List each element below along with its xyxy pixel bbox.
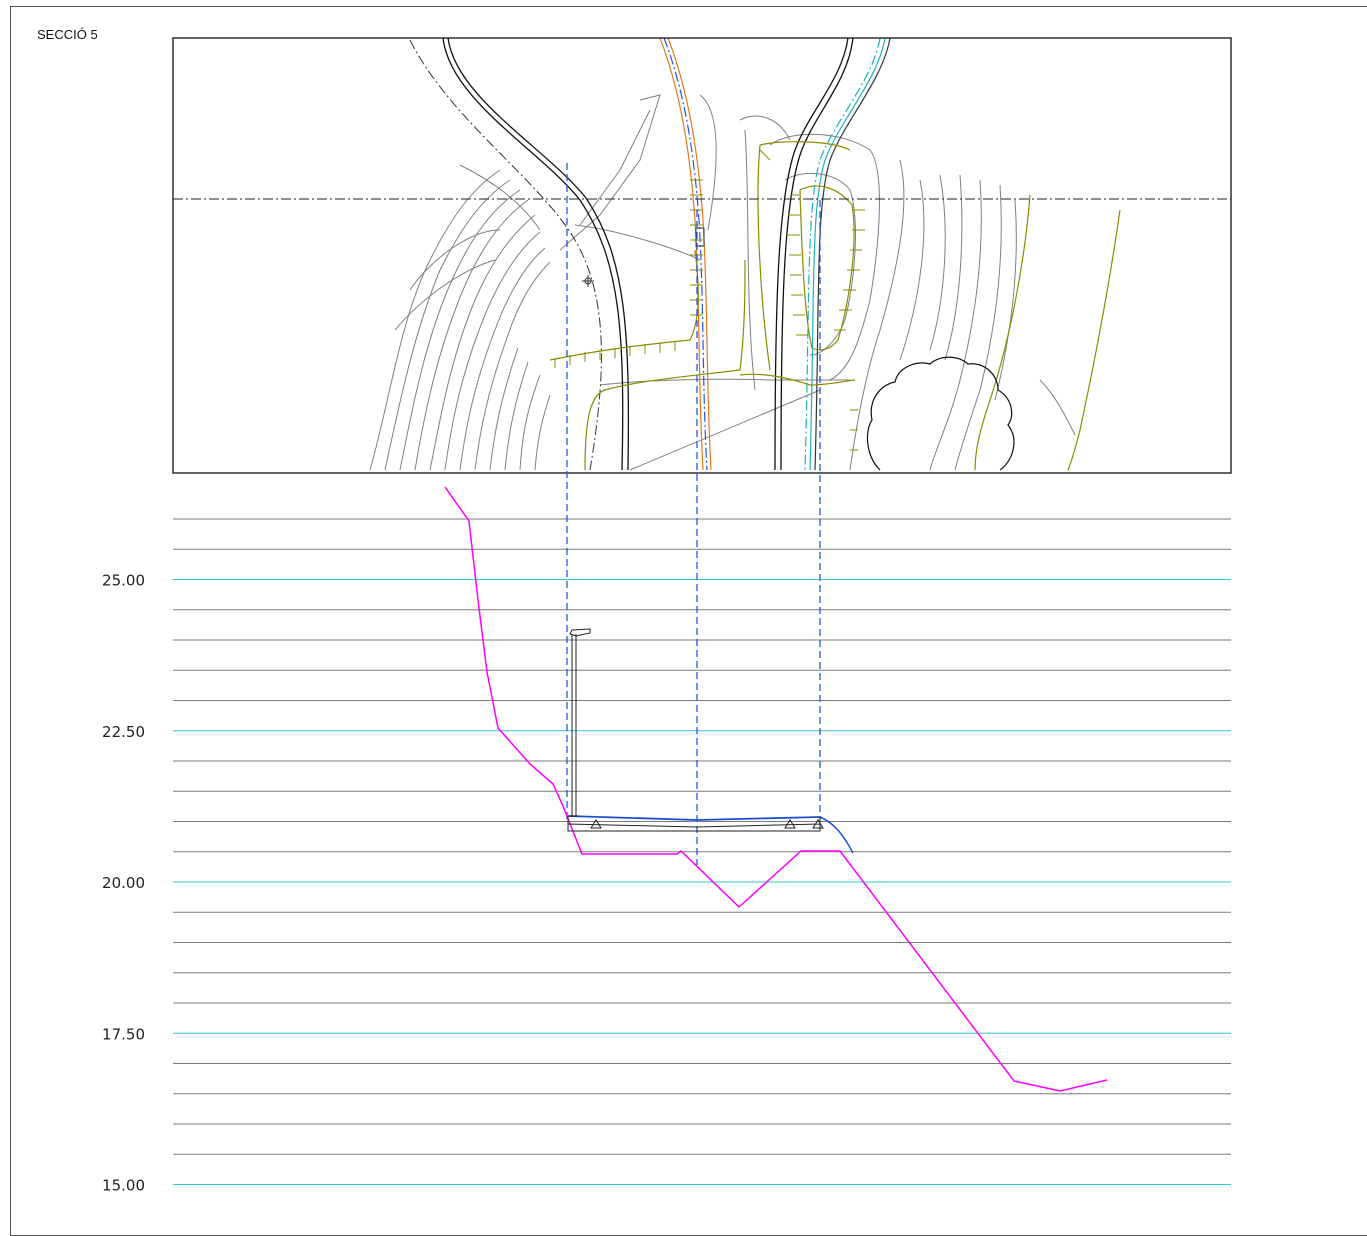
road-shoulder bbox=[819, 816, 854, 854]
dashdot-arc bbox=[409, 39, 602, 471]
elevation-label: 17.50 bbox=[102, 1025, 145, 1043]
street-lamp-icon bbox=[569, 628, 591, 817]
survey-point-icon bbox=[582, 275, 594, 287]
projection-lines bbox=[566, 163, 821, 865]
elevation-label: 15.00 bbox=[102, 1177, 145, 1195]
elevation-label: 20.00 bbox=[102, 874, 145, 892]
orange-alignment bbox=[659, 38, 712, 471]
road-surface bbox=[567, 815, 821, 821]
plan-view-frame bbox=[172, 37, 1232, 474]
elevation-label: 25.00 bbox=[102, 572, 145, 590]
tree-icon bbox=[866, 356, 1015, 471]
terrain-profile bbox=[444, 486, 1108, 1092]
plan-view bbox=[172, 37, 1232, 474]
elevation-grid bbox=[173, 518, 1231, 1185]
curb-right bbox=[784, 819, 796, 829]
section-title: SECCIÓ 5 bbox=[37, 27, 98, 42]
elevation-labels: 25.00 22.50 20.00 17.50 15.00 bbox=[102, 572, 145, 1195]
road-section bbox=[567, 628, 854, 854]
cyan-alignment bbox=[804, 38, 891, 471]
elevation-label: 22.50 bbox=[102, 723, 145, 741]
contour-lines bbox=[369, 94, 1076, 471]
structure-marker bbox=[695, 227, 705, 247]
road-edges bbox=[442, 38, 854, 471]
curb-left bbox=[590, 819, 602, 829]
curb-edge bbox=[812, 819, 824, 829]
olive-alignment bbox=[549, 141, 1121, 471]
